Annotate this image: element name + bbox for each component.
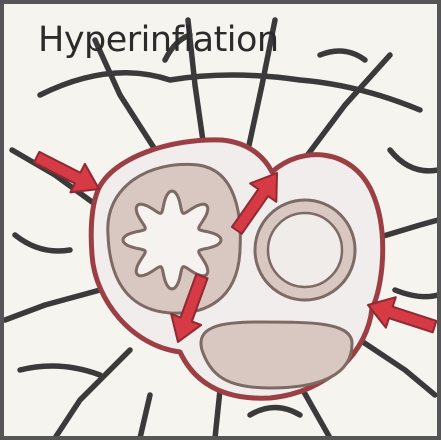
wavy-lumen <box>123 191 221 289</box>
round-tube <box>255 200 355 300</box>
round-tube-lumen <box>268 213 342 287</box>
figure-title: Hyperinflation <box>38 20 279 60</box>
crescent-tube <box>201 322 352 388</box>
